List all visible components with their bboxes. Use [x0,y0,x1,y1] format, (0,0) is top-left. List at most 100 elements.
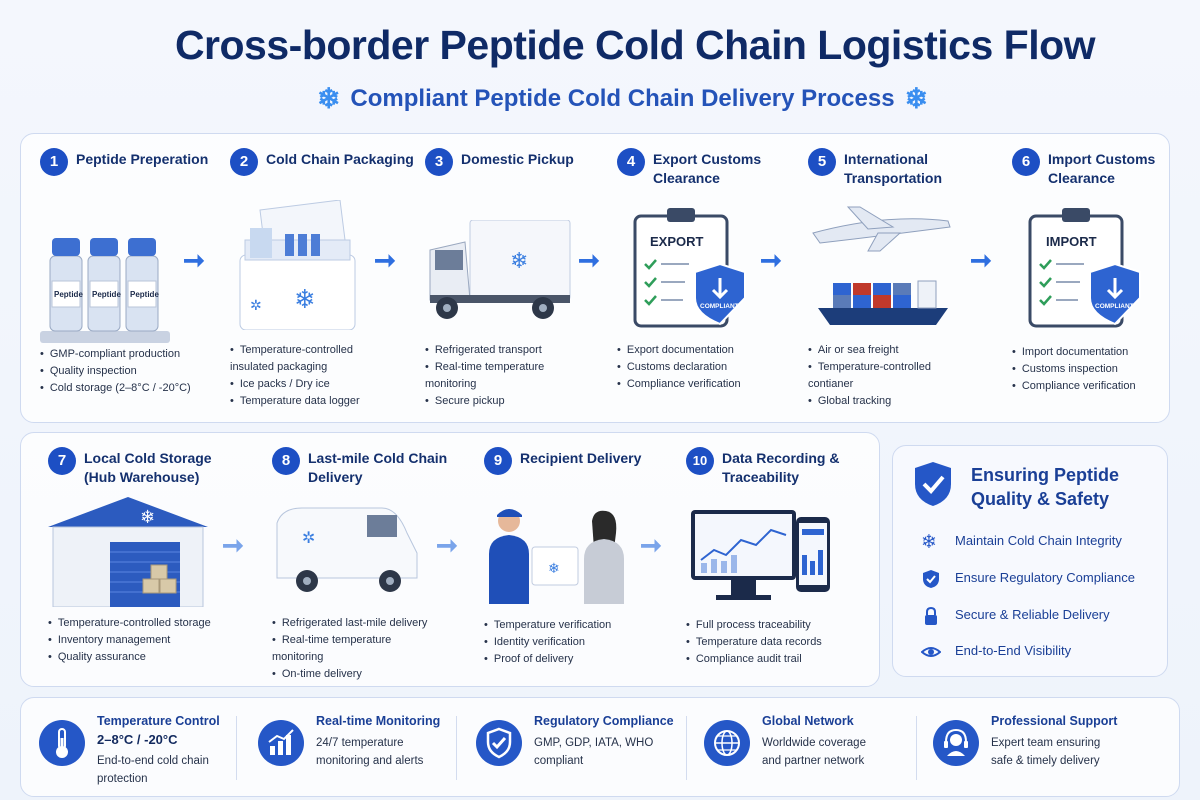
lock-icon [925,606,937,625]
quality-item-label: Ensure Regulatory Compliance [955,570,1135,585]
feature-professional-support: Professional Support Expert team ensurin… [933,708,1143,792]
step-point: Cold storage (2–8°C / -20°C) [40,380,210,397]
compliant-label: COMPLIANT [700,303,739,310]
step-point: Proof of delivery [484,651,654,668]
flow-arrow: ➞ [640,530,662,560]
step-name: Recipient Delivery [520,450,642,466]
step-points: Export documentation Customs declaration… [617,342,787,393]
step-name: Import Customs Clearance [1048,151,1156,186]
step-number: 5 [808,148,836,176]
flow-row-1 [20,133,1170,423]
flow-arrow: ➞ [578,245,600,275]
step-number: 6 [1012,148,1040,176]
headset-icon [933,720,979,766]
step-point: On-time delivery [272,666,442,683]
peptide-vials-illustration: Peptide Peptide Peptide [40,238,170,343]
step-point: Refrigerated transport [425,342,595,359]
feature-desc-line: Expert team ensuring [991,737,1101,749]
flow-arrow: ➞ [374,245,396,275]
step-points: Refrigerated transport Real-time tempera… [425,342,595,410]
dashboard-screens-illustration [691,510,830,600]
feature-title: Real-time Monitoring [316,714,441,728]
feature-temperature-control: Temperature Control 2–8°C / -20°C End-to… [39,708,249,792]
snowflake-icon: ❄ [921,531,937,553]
step-point: Temperature-controlled insulated packagi… [230,342,400,376]
step-point: Customs inspection [1012,361,1182,378]
step-point: Export documentation [617,342,787,359]
svg-text:❄: ❄ [548,561,560,577]
svg-text:❄: ❄ [294,285,316,315]
shield-check-icon [915,462,951,506]
step-point: Full process traceability [686,617,856,634]
export-clipboard-illustration: EXPORT COMPLIANT [633,208,746,328]
step-number: 3 [425,148,453,176]
import-label: IMPORT [1046,234,1097,249]
step-point: Ice packs / Dry ice [230,376,400,393]
quality-heading: Ensuring Peptide Quality & Safety [971,465,1120,509]
feature-global-network: Global Network Worldwide coverage and pa… [704,708,904,792]
step-points: GMP-compliant production Quality inspect… [40,346,210,397]
step-name: Last-mile Cold Chain Delivery [308,450,448,485]
step-points: Full process traceability Temperature da… [686,617,856,668]
plane-and-ship-illustration [812,206,951,325]
feature-desc-line: compliant [534,755,584,767]
step-point: Secure pickup [425,393,595,410]
export-label: EXPORT [650,234,704,249]
feature-desc: Worldwide coverage and partner network [762,734,932,770]
step-number: 9 [484,447,512,475]
chart-icon [258,720,304,766]
insulated-box-illustration: ❄ ✲ [239,200,356,330]
divider [456,716,457,780]
step-points: Import documentation Customs inspection … [1012,344,1182,395]
eye-icon [921,647,941,657]
features-strip: Temperature Control 2–8°C / -20°C End-to… [20,697,1180,797]
feature-desc: Expert team ensuring safe & timely deliv… [991,734,1161,770]
step-point: Refrigerated last-mile delivery [272,615,442,632]
vial-label: Peptide [130,290,159,299]
step-point: Import documentation [1012,344,1182,361]
step-point: Quality inspection [40,363,210,380]
feature-title: Global Network [762,714,854,728]
step-points: Air or sea freight Temperature-controlle… [808,342,978,410]
step-point: Compliance verification [617,376,787,393]
step-number: 1 [40,148,68,176]
step-name: Peptide Preperation [76,151,209,167]
step-points: Temperature verification Identity verifi… [484,617,654,668]
step-point: Real-time temperature monitoring [425,359,595,393]
step-point: Temperature data logger [230,393,400,410]
divider [686,716,687,780]
step-point: Real-time temperature monitoring [272,632,442,666]
snowflake-icon: ❄ [904,83,929,114]
step-point: Compliance verification [1012,378,1182,395]
step-number: 10 [686,447,714,475]
step-number: 8 [272,447,300,475]
vial-label: Peptide [54,290,83,299]
quality-item-label: Secure & Reliable Delivery [955,607,1110,622]
step-name: International Transportation [844,151,943,186]
divider [236,716,237,780]
feature-regulatory-compliance: Regulatory Compliance GMP, GDP, IATA, WH… [476,708,676,792]
svg-text:✲: ✲ [302,528,315,547]
import-clipboard-illustration: IMPORT COMPLIANT [1028,208,1141,328]
cold-storage-warehouse-illustration: ❄ [48,497,208,607]
vial-label: Peptide [92,290,121,299]
feature-subtitle: 2–8°C / -20°C [97,732,178,747]
step-name: Cold Chain Packaging [266,151,414,167]
feature-desc-line: Worldwide coverage [762,737,866,749]
globe-icon [704,720,750,766]
step-point: Quality assurance [48,649,218,666]
feature-desc-line: GMP, GDP, IATA, WHO [534,737,654,749]
step-point: Compliance audit trail [686,651,856,668]
page-title: Cross-border Peptide Cold Chain Logistic… [174,22,1096,68]
feature-desc-line: 24/7 temperature [316,737,404,749]
step-point: Temperature data records [686,634,856,651]
page-subtitle: ❄Compliant Peptide Cold Chain Delivery P… [0,82,1200,115]
step-points: Temperature-controlled storage Inventory… [48,615,218,666]
step-point: Customs declaration [617,359,787,376]
shield-check-icon [923,570,939,588]
courier-handover-illustration: ❄ [489,509,624,604]
shield-check-icon [476,720,522,766]
step-points: Refrigerated last-mile delivery Real-tim… [272,615,442,683]
step-name: Domestic Pickup [461,151,574,167]
svg-text:❄: ❄ [510,249,528,274]
